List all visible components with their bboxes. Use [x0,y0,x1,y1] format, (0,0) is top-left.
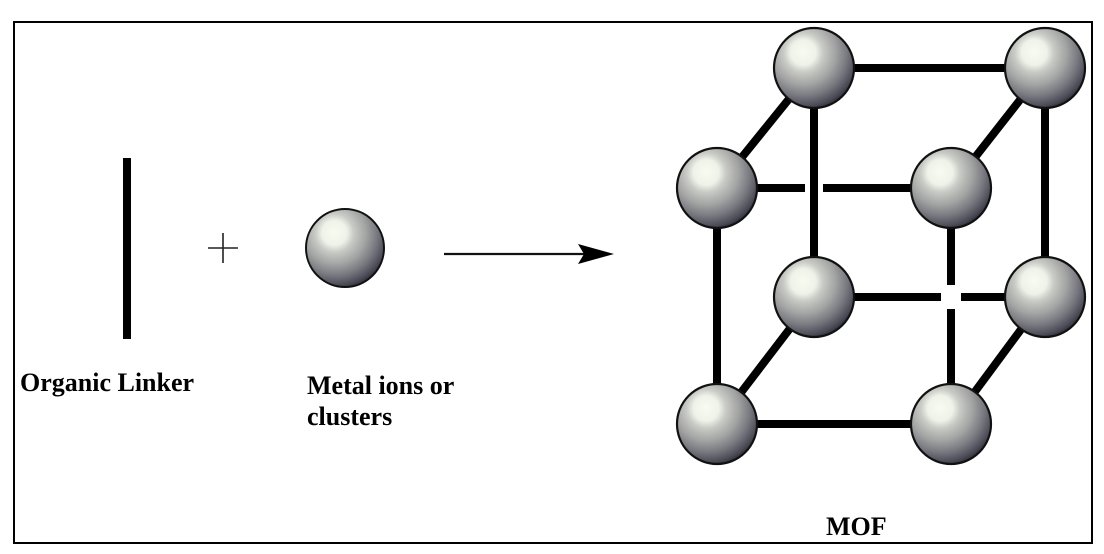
mof-node-front-bottom-left [675,382,759,466]
mof-label: MOF [826,512,887,541]
mof-node-front-top-left [675,146,759,230]
organic-linker-label: Organic Linker [20,368,195,397]
mof-cube-icon [675,26,1087,466]
reaction-arrow-icon [444,244,614,264]
metal-ions-label: Metal ions or clusters [307,371,454,431]
diagram-frame [13,21,1093,544]
mof-node-front-top-right [909,146,993,230]
mof-node-back-top-left [772,26,856,110]
metal-sphere-icon [305,208,385,288]
mof-node-back-bottom-left [772,255,856,339]
mof-node-front-bottom-right [909,382,993,466]
linker-bar-icon [123,158,131,339]
mof-node-back-bottom-right [1003,255,1087,339]
plus-icon [208,233,238,263]
mof-node-back-top-right [1003,26,1087,110]
